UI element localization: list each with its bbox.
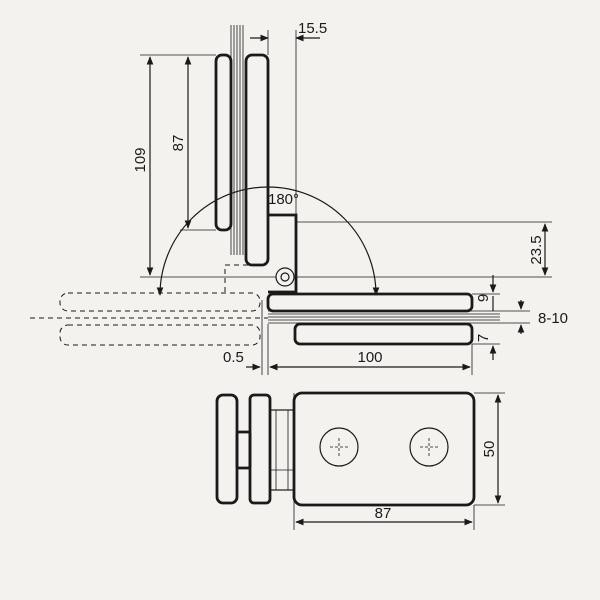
label-glass-range: 8-10 bbox=[538, 310, 568, 327]
label-rotation: 180° bbox=[268, 191, 299, 208]
label-height-plate: 87 bbox=[170, 135, 187, 152]
hinge-knuckle bbox=[268, 213, 298, 294]
label-top-thickness: 15.5 bbox=[298, 20, 327, 37]
dim-height-plate bbox=[180, 56, 216, 231]
label-length: 100 bbox=[357, 349, 382, 366]
upper-clamp bbox=[214, 53, 270, 267]
dim-height-total bbox=[140, 54, 276, 278]
dim-plate-length bbox=[293, 505, 475, 530]
lower-clamp bbox=[266, 292, 474, 346]
dim-top-thickness bbox=[250, 30, 320, 215]
dim-offset-right bbox=[296, 221, 552, 278]
dim-bottom-length bbox=[246, 300, 473, 375]
label-width: 50 bbox=[481, 441, 498, 458]
label-gap-top: 9 bbox=[475, 294, 492, 302]
dim-width bbox=[474, 392, 505, 506]
rotation-arc bbox=[156, 186, 380, 296]
label-plate-length: 87 bbox=[375, 505, 392, 522]
label-clearance: 0.5 bbox=[223, 349, 244, 366]
label-height-total: 109 bbox=[132, 147, 149, 172]
label-gap-bottom: 7 bbox=[475, 334, 492, 342]
horizontal-glass-panel bbox=[268, 310, 500, 324]
front-view bbox=[215, 391, 476, 507]
dim-right-gaps bbox=[472, 275, 530, 360]
vertical-glass-panel bbox=[230, 25, 244, 255]
label-offset-right: 23.5 bbox=[528, 235, 545, 264]
